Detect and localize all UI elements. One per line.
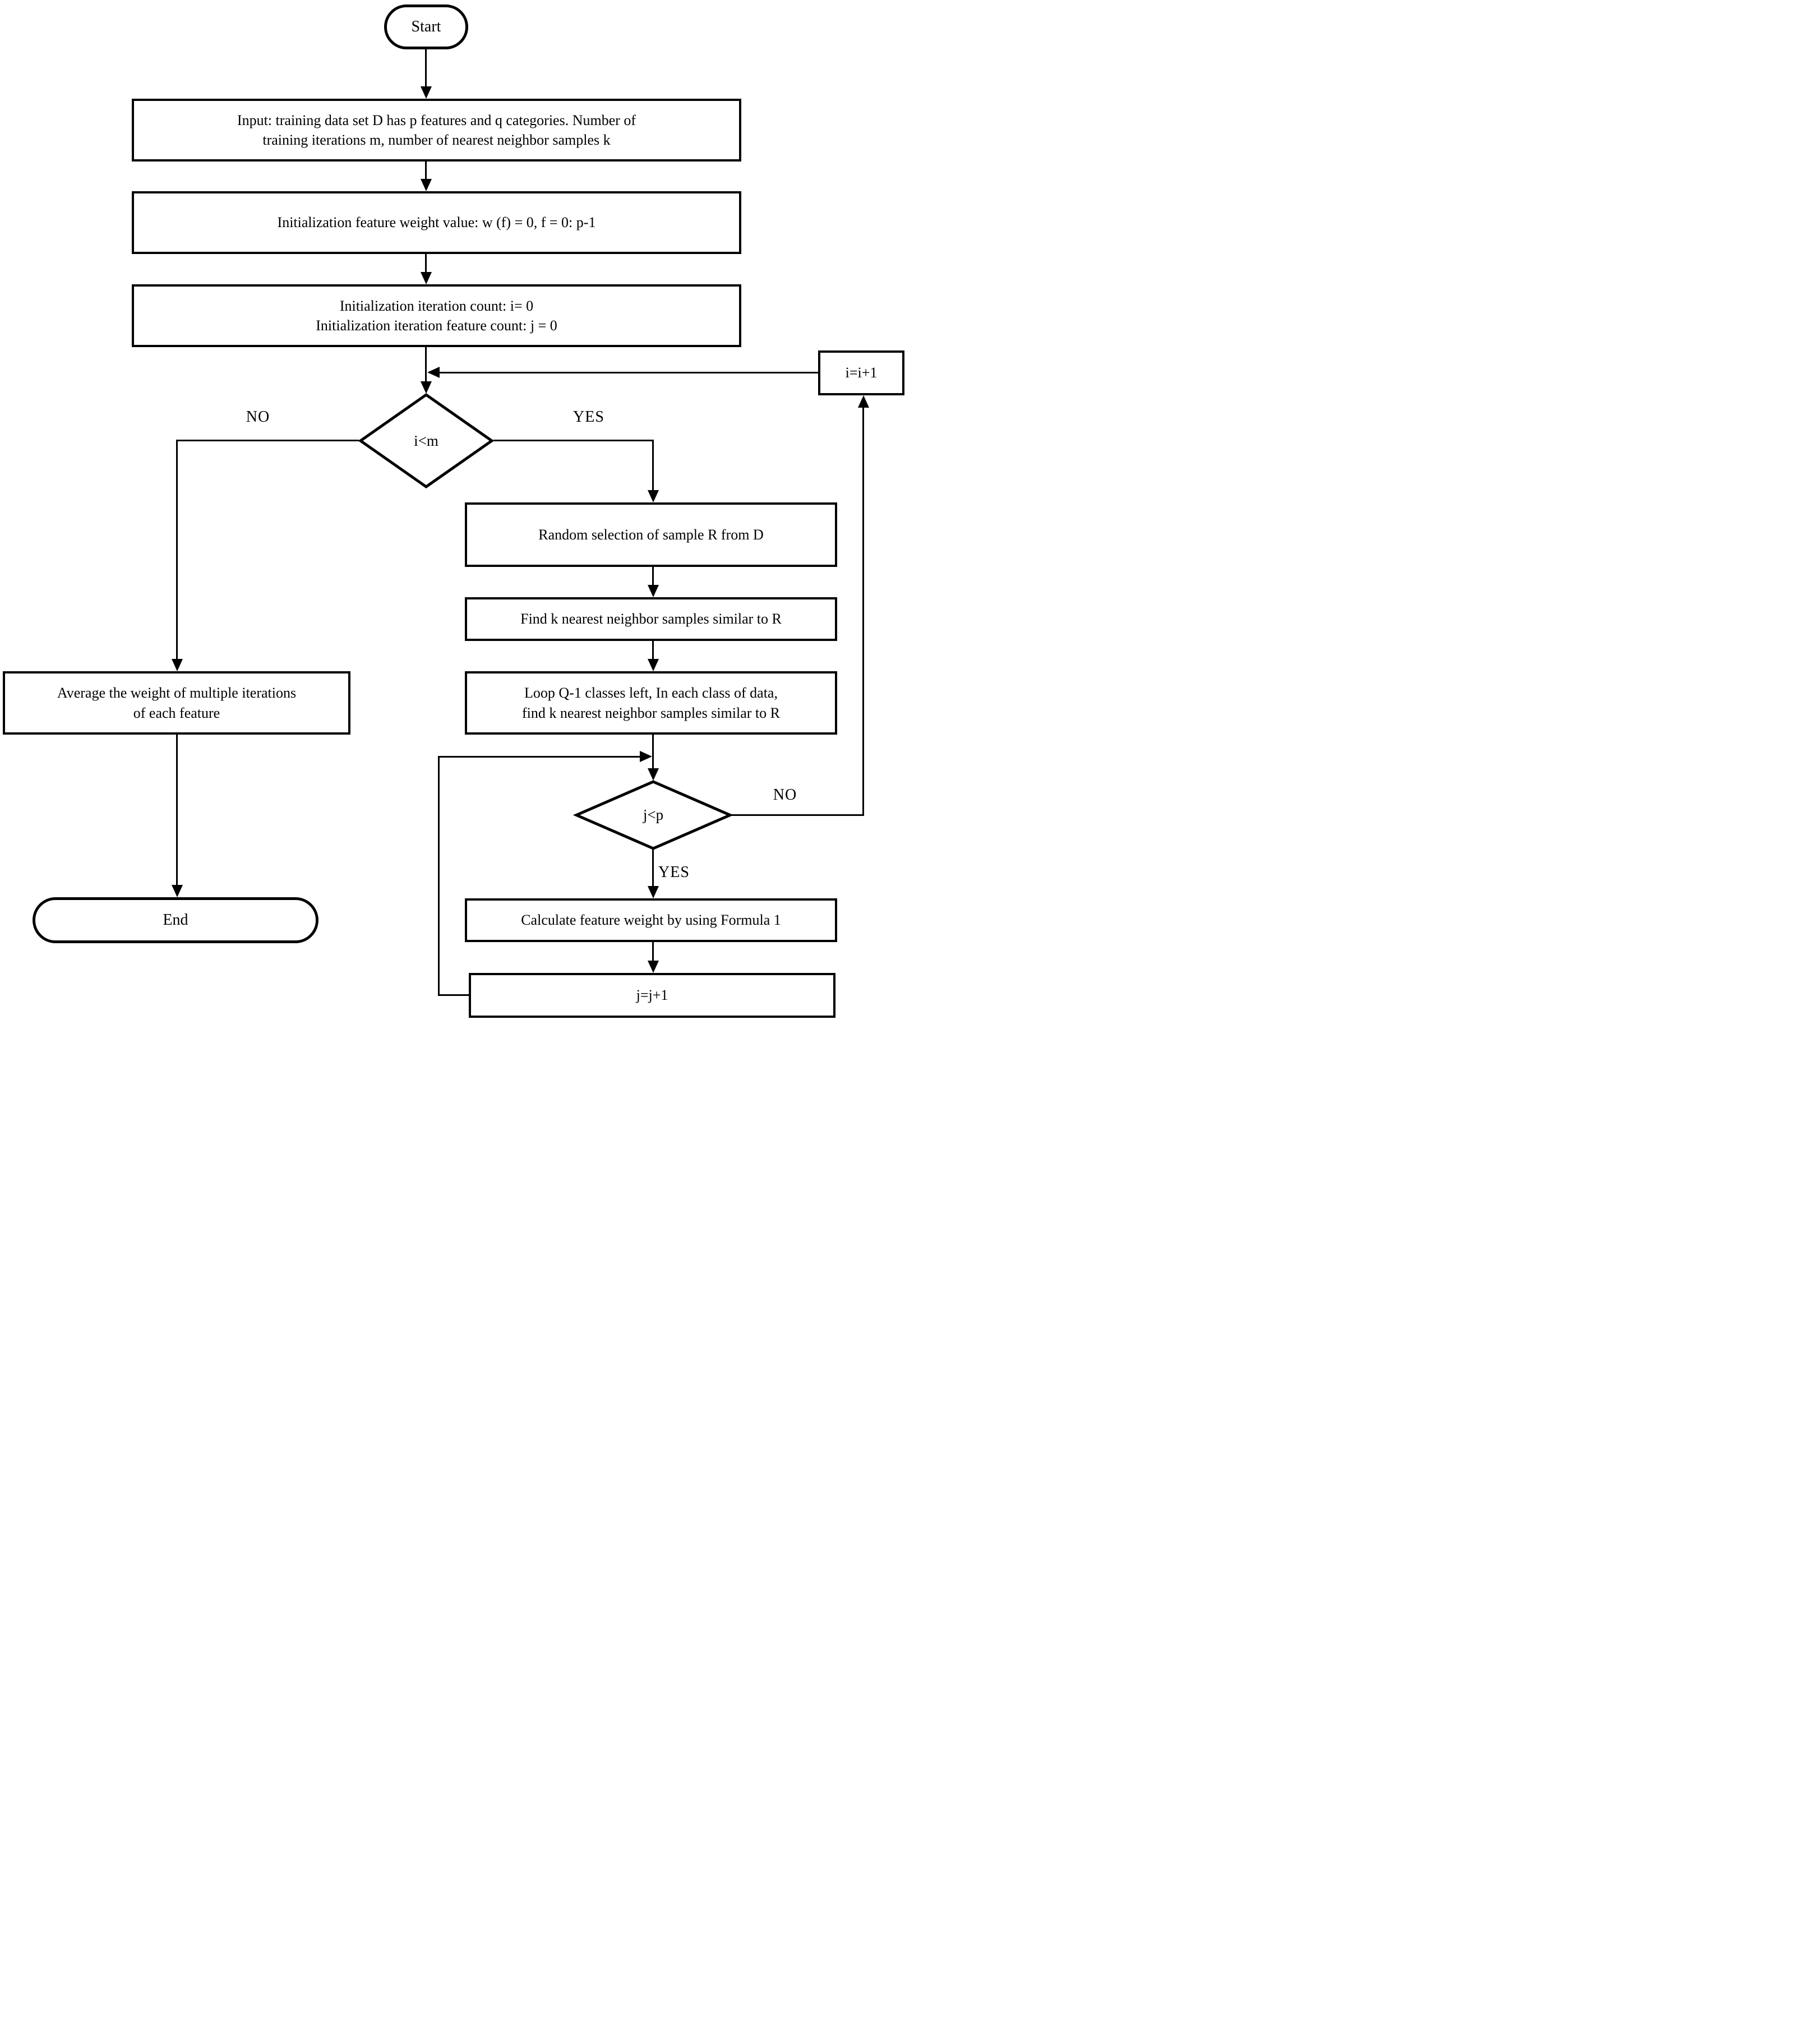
decision-i-shape (358, 393, 495, 489)
input-line1: Input: training data set D has p feature… (237, 112, 636, 128)
edge-findk-loop (652, 641, 654, 661)
edge-label-j-yes: YES (658, 864, 690, 881)
increment-i-label: i=i+1 (845, 364, 878, 381)
random-selection-label: Random selection of sample R from D (538, 526, 764, 543)
loop-q-box: Loop Q-1 classes left, In each class of … (465, 671, 837, 735)
edge-start-input (425, 49, 427, 89)
arrowhead-into-findk (648, 585, 659, 597)
calc-weight-label: Calculate feature weight by using Formul… (521, 912, 781, 929)
edge-label-i-no: NO (246, 408, 270, 426)
average-line2: of each feature (133, 704, 220, 721)
decision-i-label: i<m (414, 432, 438, 449)
edge-j-yes-vertical (652, 850, 654, 887)
edge-i-no-horizontal (177, 440, 359, 441)
arrowhead-feedback-left (427, 367, 440, 378)
arrowhead-into-calc (648, 886, 659, 898)
average-box: Average the weight of multiple iteration… (3, 671, 350, 735)
init-weight-label: Initialization feature weight value: w (… (277, 214, 596, 231)
arrowhead-into-increment-i (858, 395, 869, 408)
edge-loopback-horizontal-bottom (438, 994, 470, 996)
edge-loopback-vertical (438, 756, 440, 996)
end-node: End (33, 897, 318, 943)
edge-j-no-horizontal (732, 814, 864, 816)
arrowhead-into-end (172, 885, 183, 897)
edge-i-yes-horizontal (493, 440, 654, 441)
edge-j-no-vertical (862, 405, 864, 816)
init-counts-line2: Initialization iteration feature count: … (316, 317, 557, 334)
init-counts-line1: Initialization iteration count: i= 0 (339, 297, 534, 314)
arrowhead-into-average (172, 659, 183, 671)
end-label: End (163, 911, 188, 929)
random-selection-box: Random selection of sample R from D (465, 502, 837, 567)
edge-average-end (176, 735, 178, 887)
edge-loop-decision-j (652, 735, 654, 771)
increment-j-label: j=j+1 (636, 987, 668, 1004)
edge-calc-incrementj (652, 942, 654, 962)
edge-label-j-no: NO (773, 786, 797, 804)
edge-initcounts-decision-i (425, 347, 427, 384)
edge-i-no-vertical (176, 440, 178, 661)
calc-weight-box: Calculate feature weight by using Formul… (465, 898, 837, 942)
decision-i-diamond: i<m (358, 393, 495, 489)
arrowhead-into-decision-i (421, 381, 432, 394)
edge-loopback-horizontal-top (438, 756, 642, 758)
input-line2: training iterations m, number of nearest… (262, 132, 611, 148)
init-counts-box: Initialization iteration count: i= 0 Ini… (132, 284, 741, 347)
input-box: Input: training data set D has p feature… (132, 99, 741, 162)
edge-i-yes-vertical (652, 440, 654, 491)
loop-q-line2: find k nearest neighbor samples similar … (522, 704, 780, 721)
arrowhead-into-input (421, 86, 432, 99)
arrowhead-into-decision-j (648, 768, 659, 781)
increment-j-box: j=j+1 (469, 973, 835, 1018)
decision-j-shape (573, 780, 734, 850)
flowchart-canvas: Start Input: training data set D has p f… (0, 0, 910, 1022)
arrowhead-into-random (648, 490, 659, 502)
arrowhead-into-initcounts (421, 272, 432, 284)
arrowhead-into-increment-j (648, 961, 659, 973)
init-weight-box: Initialization feature weight value: w (… (132, 191, 741, 254)
start-label: Start (411, 18, 441, 35)
edge-random-findk (652, 567, 654, 586)
increment-i-box: i=i+1 (818, 350, 904, 395)
arrowhead-into-loop (648, 659, 659, 671)
loop-q-line1: Loop Q-1 classes left, In each class of … (524, 685, 778, 702)
decision-j-diamond: j<p (573, 780, 734, 850)
arrowhead-into-initweight (421, 179, 432, 191)
find-k-box: Find k nearest neighbor samples similar … (465, 597, 837, 641)
start-node: Start (384, 4, 468, 49)
arrowhead-loopback-right (640, 751, 652, 762)
edge-label-i-yes: YES (573, 408, 604, 426)
edge-input-initweight (425, 162, 427, 181)
decision-j-label: j<p (643, 806, 664, 823)
average-line1: Average the weight of multiple iteration… (57, 685, 297, 702)
find-k-label: Find k nearest neighbor samples similar … (520, 611, 782, 627)
edge-initweight-initcounts (425, 254, 427, 274)
edge-incrementi-feedback (437, 372, 818, 373)
